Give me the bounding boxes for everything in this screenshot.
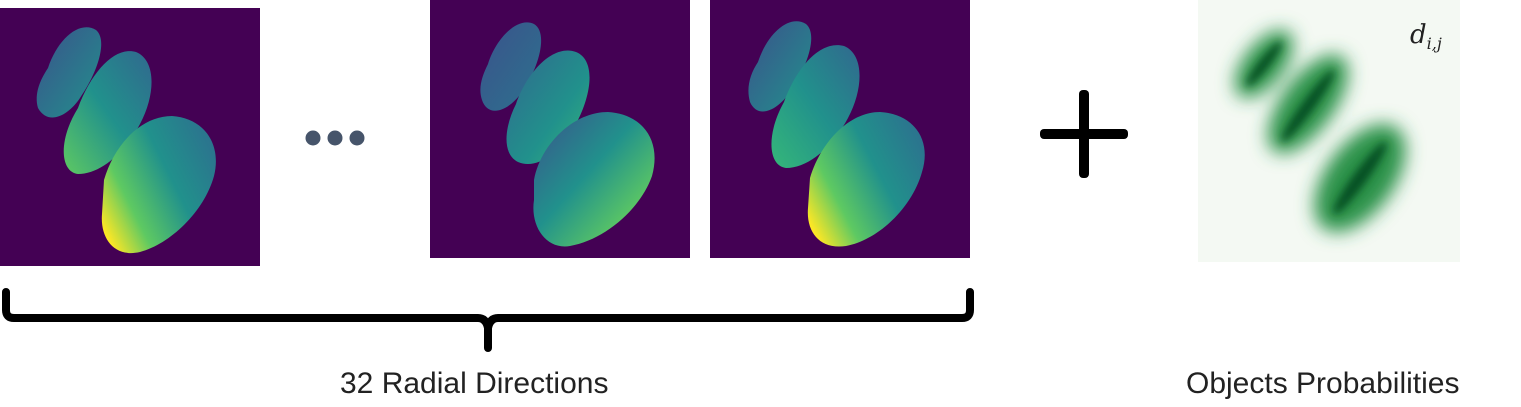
ellipsis-icon xyxy=(303,128,367,148)
plus-icon xyxy=(1040,90,1128,178)
probability-label: di,j xyxy=(1410,22,1442,52)
radial-distance-map-1 xyxy=(0,8,260,266)
probability-label-subscript: i,j xyxy=(1426,34,1442,54)
radial-distance-map-2 xyxy=(430,0,690,258)
radial-distance-map-3 xyxy=(710,0,970,258)
radial-directions-caption: 32 Radial Directions xyxy=(340,367,609,400)
object-probability-map xyxy=(1198,0,1460,262)
probability-label-base: d xyxy=(1410,20,1427,50)
object-probabilities-caption: Objects Probabilities xyxy=(1186,367,1460,400)
curly-brace-icon xyxy=(0,288,980,354)
